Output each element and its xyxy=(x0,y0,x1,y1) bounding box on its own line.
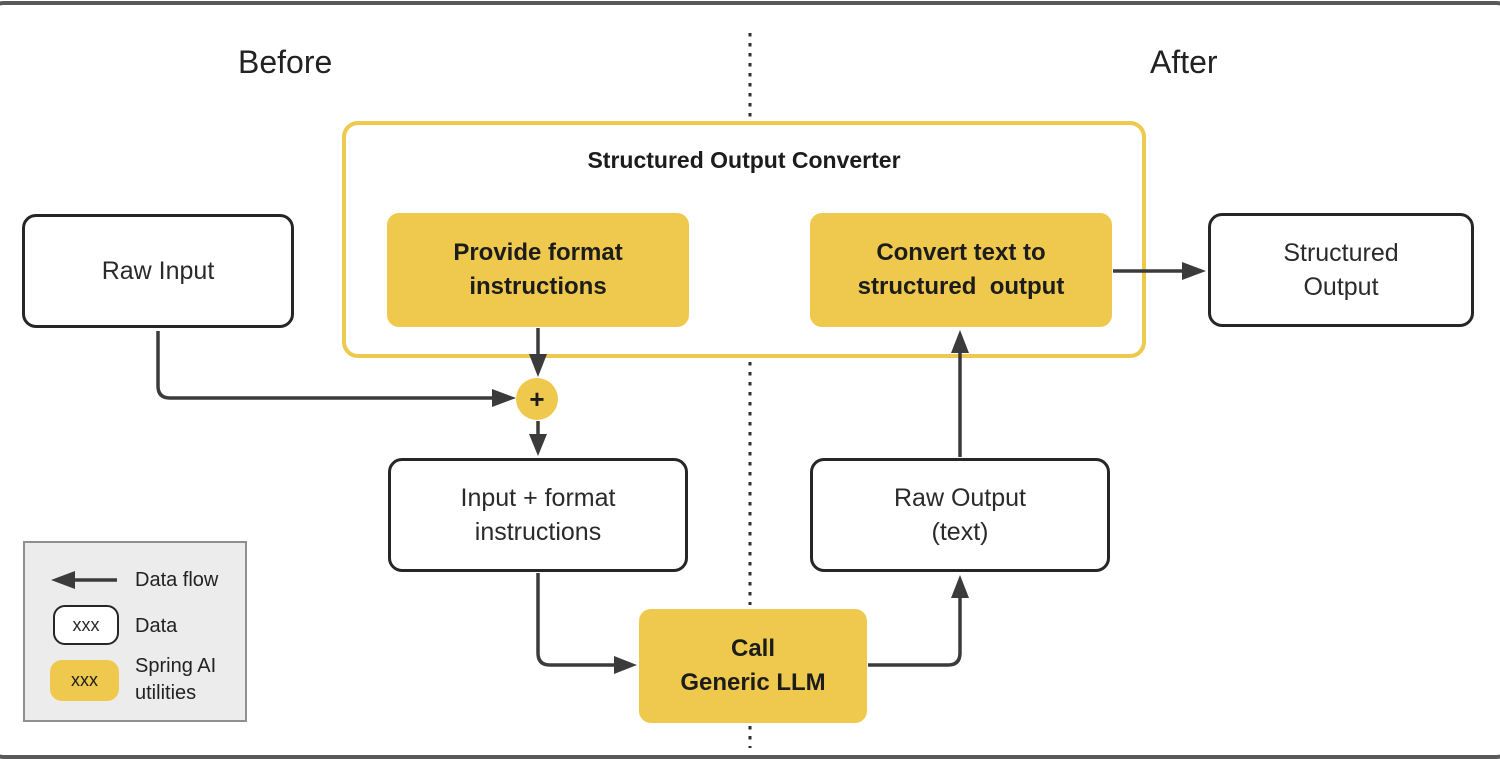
node-raw-output-text: Raw Output (text) xyxy=(810,458,1110,572)
node-convert-text-to-structured-output: Convert text to structured output xyxy=(810,213,1112,327)
node-input-plus-format-instructions: Input + format instructions xyxy=(388,458,688,572)
legend: Data flow xxx Data xxx Spring AI utiliti… xyxy=(23,541,247,722)
legend-spring-ai-box-sample: xxx xyxy=(71,670,98,690)
node-structured-output: Structured Output xyxy=(1208,213,1474,327)
arrowhead-to-structured-output xyxy=(1182,262,1206,280)
legend-spring-ai-label: Spring AI utilities xyxy=(135,655,217,704)
legend-spring-ai-box-icon: xxx xyxy=(50,660,119,701)
arrowhead-to-input-format xyxy=(529,434,547,456)
arrowhead-to-call-llm xyxy=(614,656,637,674)
legend-data-box-sample: xxx xyxy=(72,614,100,635)
data-flow-arrow-icon xyxy=(51,571,117,589)
arrowhead-to-plus-left xyxy=(492,389,516,407)
arrow-input-format-to-call-llm xyxy=(536,573,614,667)
arrowhead-to-raw-output xyxy=(951,575,969,598)
legend-data-flow-label: Data flow xyxy=(135,569,219,591)
structured-output-converter-group: Structured Output Converter xyxy=(342,121,1146,358)
after-heading: After xyxy=(1150,44,1218,80)
plus-junction: + xyxy=(516,378,558,420)
node-provide-format-instructions: Provide format instructions xyxy=(387,213,689,327)
arrow-call-llm-to-raw-output xyxy=(868,597,962,667)
converter-group-title: Structured Output Converter xyxy=(587,147,901,173)
legend-data-box-icon: xxx xyxy=(53,605,119,645)
node-raw-input: Raw Input xyxy=(22,214,294,328)
legend-data-label: Data xyxy=(135,615,178,637)
node-call-generic-llm: Call Generic LLM xyxy=(639,609,867,723)
before-heading: Before xyxy=(238,44,333,80)
